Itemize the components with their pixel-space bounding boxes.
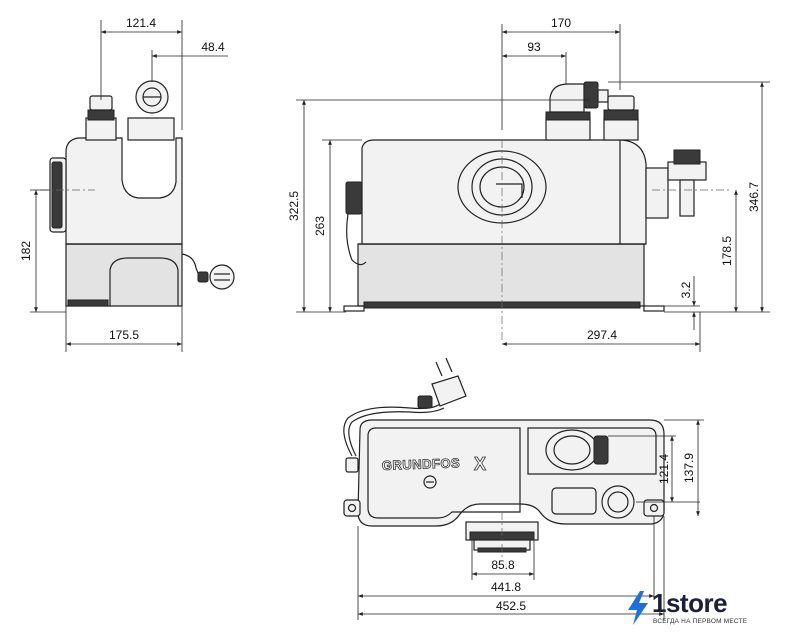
dim-front-top-inner: 93 xyxy=(527,40,541,54)
dim-top-length-b: 452.5 xyxy=(496,599,526,613)
dim-side-top-offset: 48.4 xyxy=(201,40,225,54)
logo-name: 1store xyxy=(652,588,728,618)
dim-front-base-half: 297.4 xyxy=(587,328,617,342)
dim-top-length-a: 441.8 xyxy=(491,580,521,594)
dim-front-height-outlet: 178.5 xyxy=(720,236,734,266)
logo-tagline: ВСЕГДА НА ПЕРВОМ МЕСТЕ xyxy=(653,618,748,625)
dim-front-height-total: 322.5 xyxy=(287,191,301,221)
dim-top-depth-a: 121.4 xyxy=(657,454,671,484)
grundfos-x-mark: X xyxy=(474,454,486,474)
grundfos-brand-mark: GRUNDFOS xyxy=(382,455,461,473)
dim-side-top-width: 121.4 xyxy=(126,16,156,30)
side-view: 121.4 48.4 182 175.5 xyxy=(19,16,235,352)
dim-front-clearance: 3.2 xyxy=(679,281,693,298)
top-view: GRUNDFOS X 121.4 137.9 85.8 xyxy=(343,357,704,620)
lightning-bolt-icon xyxy=(628,591,648,625)
dim-top-outlet-width: 85.8 xyxy=(491,558,515,572)
dim-front-height-right: 346.7 xyxy=(747,182,761,212)
dim-top-depth-b: 137.9 xyxy=(682,453,696,483)
dim-front-height-body: 263 xyxy=(313,216,327,236)
store-logo[interactable]: 1store ВСЕГДА НА ПЕРВОМ МЕСТЕ xyxy=(624,588,774,632)
dim-side-base-width: 175.5 xyxy=(109,328,139,342)
dim-front-top-width: 170 xyxy=(551,16,571,30)
dim-side-height: 182 xyxy=(19,241,33,261)
front-view: 170 93 322.5 263 346.7 178.5 3.2 297.4 xyxy=(287,16,770,352)
